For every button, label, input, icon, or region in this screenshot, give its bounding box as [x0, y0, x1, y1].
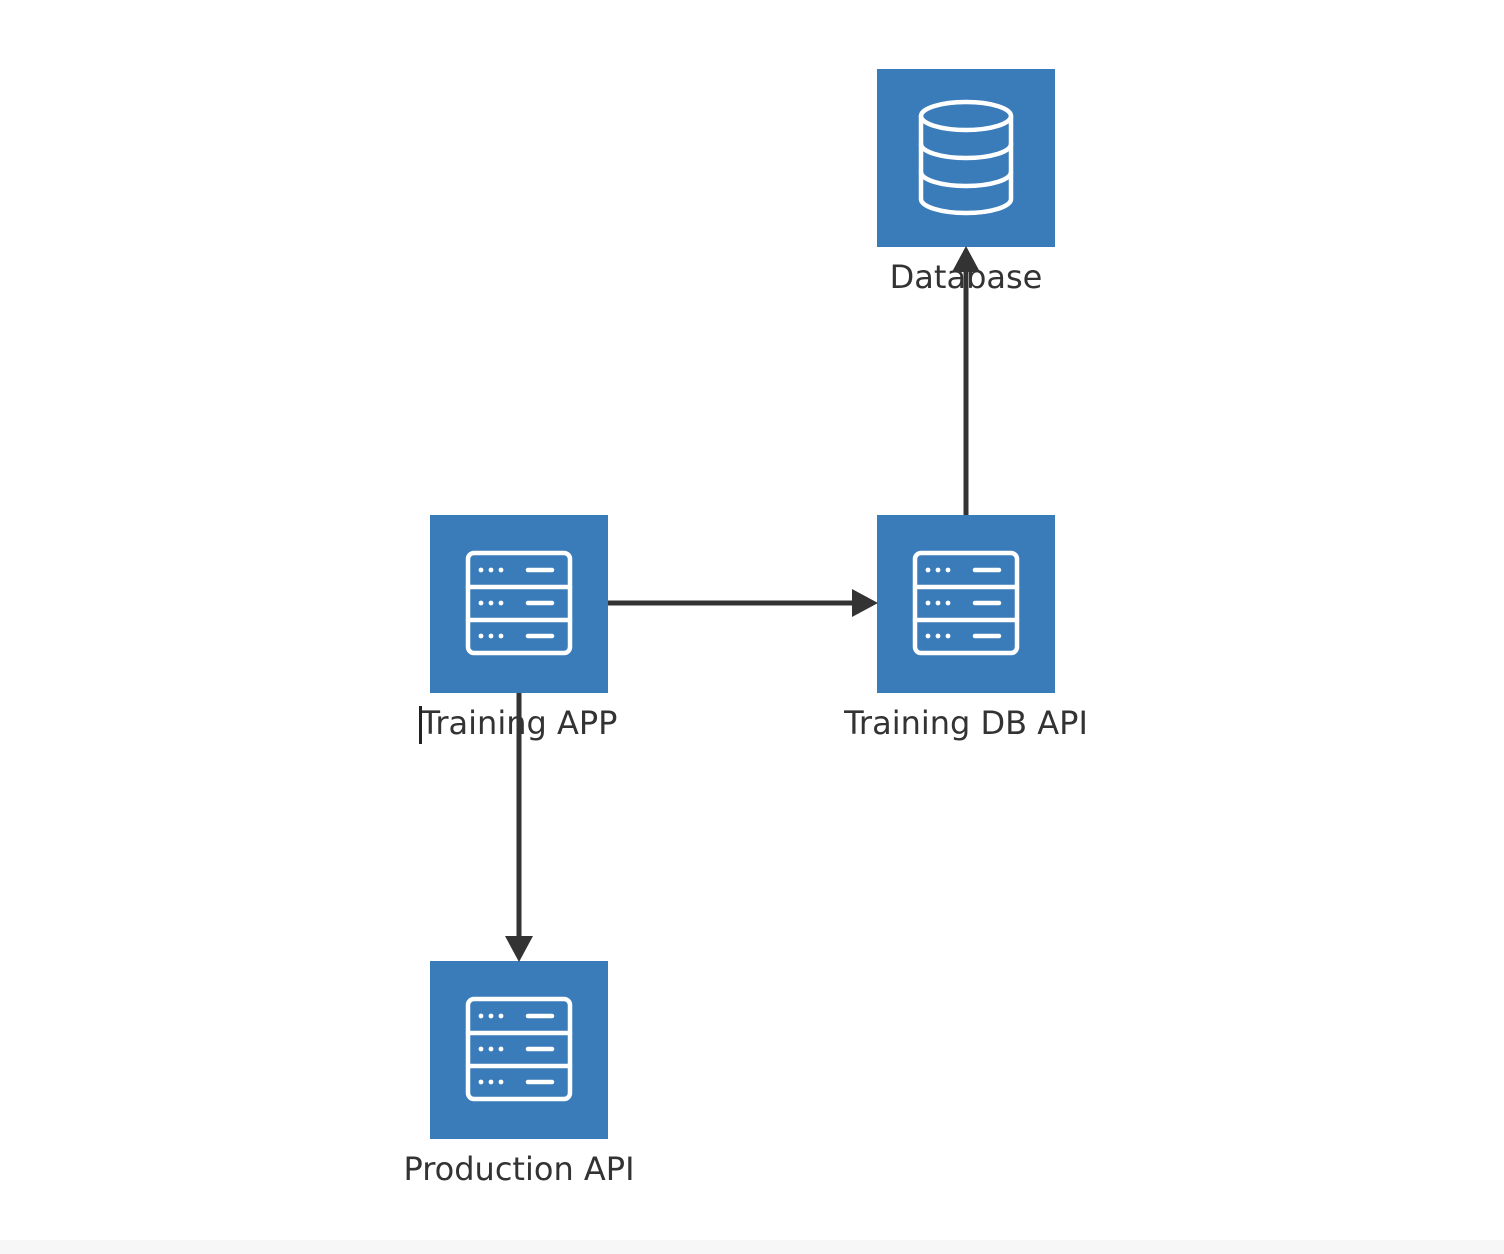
node-label-training-app: Training APP [420, 704, 618, 742]
node-label-training-db-api: Training DB API [844, 704, 1088, 742]
node-training-app[interactable]: Training APP [421, 515, 617, 742]
node-training-db-api[interactable]: Training DB API [844, 515, 1088, 742]
bottom-strip [0, 1240, 1504, 1254]
server-icon [877, 515, 1055, 693]
node-production-api[interactable]: Production API [403, 961, 635, 1188]
text-cursor [419, 706, 422, 744]
server-icon [430, 961, 608, 1139]
node-label-database: Database [889, 258, 1043, 296]
server-icon [430, 515, 608, 693]
node-database[interactable]: Database [877, 69, 1055, 296]
database-icon [877, 69, 1055, 247]
node-label-production-api: Production API [403, 1150, 635, 1188]
edge-training-app-to-training-db-api[interactable] [608, 589, 878, 617]
